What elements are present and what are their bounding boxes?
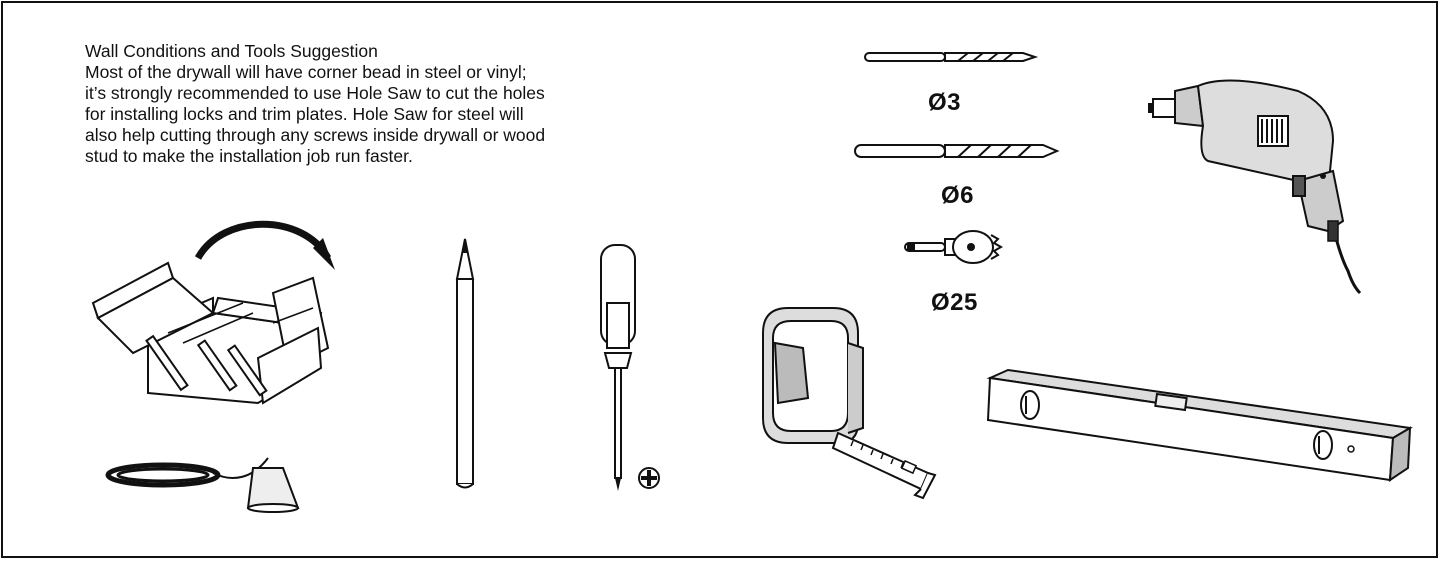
body-line: it’s strongly recommended to use Hole Sa… <box>85 83 545 103</box>
drill-bit-icon <box>853 139 1063 163</box>
tools-suggestion-text: Wall Conditions and Tools Suggestion Mos… <box>85 41 705 167</box>
power-drill-icon <box>1148 81 1368 296</box>
body-line: stud to make the installation job run fa… <box>85 146 413 166</box>
spirit-level-icon <box>988 368 1413 483</box>
body-line: Most of the drywall will have corner bea… <box>85 62 527 82</box>
tape-measure-icon <box>753 303 953 503</box>
toolbox-icon <box>73 218 335 428</box>
drill-bit-icon <box>863 47 1043 67</box>
phillips-screwdriver-icon <box>593 243 673 491</box>
bit-size-medium-label: Ø6 <box>941 182 975 209</box>
chalk-line-icon <box>103 443 303 513</box>
pencil-icon <box>451 239 481 494</box>
body-line: also help cutting through any screws ins… <box>85 125 546 145</box>
body-line: for installing locks and trim plates. Ho… <box>85 104 524 124</box>
bit-size-small-label: Ø3 <box>928 89 962 116</box>
hole-saw-size-label: Ø25 <box>931 289 978 316</box>
hole-saw-icon <box>903 227 1013 267</box>
section-heading: Wall Conditions and Tools Suggestion <box>85 41 378 61</box>
